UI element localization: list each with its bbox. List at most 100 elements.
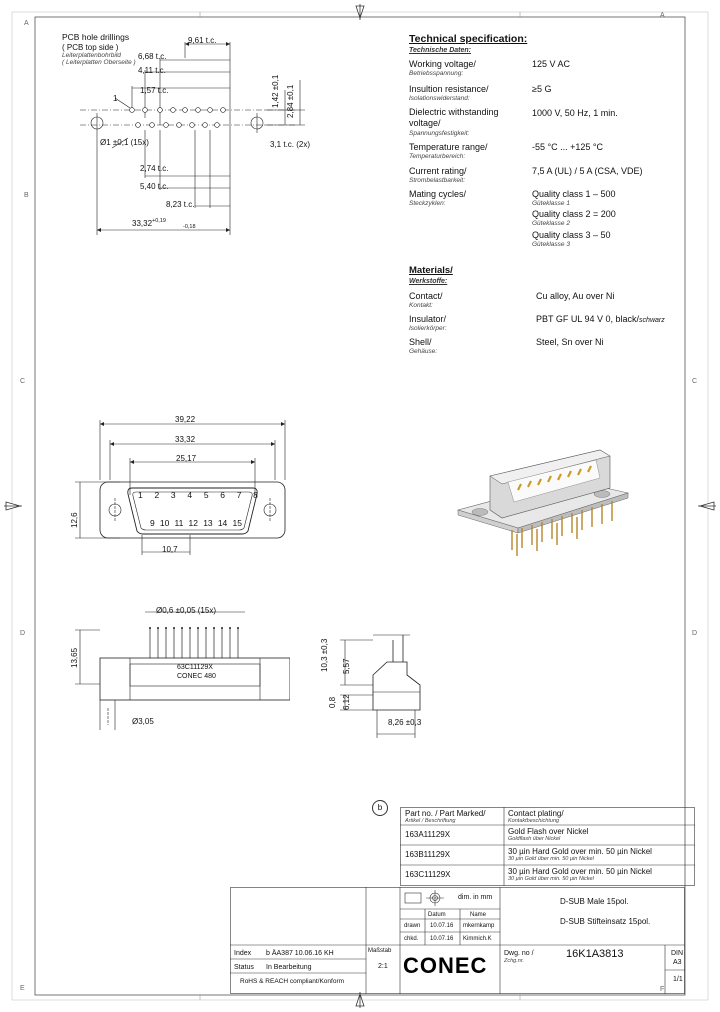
- table-row-plating-de: 30 µin Gold über min. 50 µin Nickel: [508, 856, 594, 862]
- title-drawn-name: mkernkamp: [463, 923, 495, 929]
- row-letter-d-right: D: [692, 630, 698, 637]
- spec-label-mating-de: Steckzyklen:: [409, 200, 446, 207]
- pcb-subtitle: ( PCB top side ): [62, 43, 119, 52]
- pcb-dim-33-32-tol: -0,18: [183, 224, 196, 230]
- row-letter-f: F: [660, 986, 665, 993]
- title-block-frame: [230, 887, 685, 994]
- pin-label: 1: [138, 490, 143, 500]
- pcb-subtitle-de: ( Leiterplatten Oberseite ): [62, 59, 136, 66]
- title-drawn-date: 10.07.16: [430, 923, 454, 929]
- spec-label-voltage: Working voltage/: [409, 59, 476, 69]
- pcb-dim-1-42: 1,42 ±0,1: [271, 74, 280, 108]
- tech-heading-de: Technische Daten:: [409, 47, 471, 54]
- revision-bubble: b: [372, 800, 388, 816]
- title-checked-name: Kimmich.K: [463, 936, 492, 942]
- pin-label: 3: [170, 490, 176, 500]
- title-name-header: Name: [470, 912, 487, 918]
- spec-value-mating-3: Quality class 3 – 50: [532, 230, 611, 240]
- spec-label-temperature: Temperature range/: [409, 142, 488, 152]
- spec-value-voltage: 125 V AC: [532, 59, 571, 69]
- side-dim-13-65: 13,65: [70, 647, 79, 668]
- title-din-label: DIN: [671, 950, 684, 957]
- mat-label-shell: Shell/: [409, 337, 432, 347]
- connector-3d-image: [456, 449, 630, 556]
- title-index-text: b ÄA387 10.06.16 KH: [266, 950, 334, 957]
- profile-dim-6-12: 6,12: [342, 694, 351, 710]
- pcb-dim-hole-dia: Ø1 ±0,1 (15x): [100, 138, 149, 147]
- pcb-dim-33-32: 33,32+0,19: [132, 218, 166, 228]
- row-letter-c-right: C: [692, 378, 698, 385]
- mat-value-contact: Cu alloy, Au over Ni: [536, 291, 615, 301]
- side-marking-part: 63C11129X: [177, 664, 213, 671]
- spec-label-insulation-de: Isolationswiderstand:: [409, 95, 470, 102]
- spec-value-mating-1: Quality class 1 – 500: [532, 189, 616, 199]
- mat-label-contact: Contact/: [409, 291, 443, 301]
- mat-value-insulator: PBT GF UL 94 V 0, black/schwarz: [536, 314, 665, 324]
- title-status-label: Status: [234, 964, 254, 971]
- front-pins-bottom: 9 10 11 12 13 14 15: [150, 518, 242, 528]
- pin-label: 6: [220, 490, 225, 500]
- front-dim-12-6: 12,6: [70, 512, 79, 528]
- front-view-drawing: [75, 420, 286, 555]
- side-dim-pin-dia: Ø0,6 ±0,05 (15x): [156, 606, 216, 615]
- title-dwg-label: Dwg. no /: [504, 950, 534, 957]
- title-checked-date: 10.07.16: [430, 936, 454, 942]
- spec-label-current: Current rating/: [409, 166, 467, 176]
- side-dim-3-05: Ø3,05: [132, 717, 154, 726]
- pcb-dim-2-84: 2,84 ±0,1: [286, 84, 295, 118]
- spec-value-mating-2-de: Güteklasse 2: [532, 220, 570, 227]
- front-dim-39-22: 39,22: [175, 415, 196, 424]
- table-header-plating: Contact plating/: [508, 809, 564, 818]
- front-pins-top: 1 2 3 4 5 6 7 8: [138, 490, 258, 500]
- front-dim-25-17: 25,17: [176, 454, 197, 463]
- table-row-plating-de: 30 µin Gold über min. 50 µin Nickel: [508, 876, 594, 882]
- mat-label-contact-de: Kontakt:: [409, 302, 433, 309]
- title-description-en: D-SUB Male 15pol.: [560, 897, 629, 906]
- title-scale-value: 2:1: [378, 963, 388, 970]
- plating-table: [400, 807, 695, 886]
- pin-label: 13: [203, 518, 213, 528]
- title-description-de: D-SUB Stifteinsatz 15pol.: [560, 917, 651, 926]
- profile-dim-10-3: 10,3 ±0,3: [320, 638, 329, 672]
- table-row-plating-de: Goldflash über Nickel: [508, 836, 561, 842]
- title-din-value: A3: [673, 959, 682, 966]
- mat-value-shell: Steel, Sn over Ni: [536, 337, 604, 347]
- title-dwg-number: 16K1A3813: [566, 948, 624, 960]
- spec-label-dielectric: Dielectric withstanding voltage/: [409, 107, 499, 128]
- materials-heading: Materials/: [409, 265, 453, 276]
- row-letter-a: A: [24, 20, 29, 27]
- materials-heading-de: Werkstoffe:: [409, 278, 448, 285]
- table-header-part-de: Artikel / Beschriftung: [405, 818, 456, 824]
- table-header-plating-de: Kontaktbeschichtung: [508, 818, 560, 824]
- title-checked-label: chkd.: [404, 936, 419, 942]
- pcb-pin1-label: 1: [113, 94, 118, 103]
- side-view-drawing: [75, 611, 290, 730]
- pin-label: 7: [236, 490, 242, 500]
- profile-dim-0-8: 0,8: [328, 696, 337, 708]
- row-letter-c: C: [20, 378, 26, 385]
- row-letter-a-right: A: [660, 12, 665, 19]
- pin-label: 14: [217, 518, 228, 528]
- pcb-dim-9-61: 9,61 t.c.: [188, 36, 217, 45]
- front-dim-10-7: 10,7: [162, 545, 178, 554]
- title-drawn-label: drawn: [404, 923, 421, 929]
- spec-label-dielectric-de: Spannungsfestigkeit:: [409, 130, 470, 137]
- profile-dim-8-26: 8,26 ±0,3: [388, 718, 422, 727]
- title-scale-label: Maßstab: [368, 948, 392, 954]
- pcb-title: PCB hole drillings: [62, 32, 130, 42]
- title-rohs: RoHS & REACH compliant/Konform: [240, 978, 345, 985]
- pin-label: 8: [253, 490, 258, 500]
- title-sheet: 1/1: [673, 976, 683, 983]
- table-row-plating: 30 µin Hard Gold over min. 50 µin Nickel: [508, 847, 652, 856]
- spec-label-mating: Mating cycles/: [409, 189, 467, 199]
- spec-label-current-de: Strombelastbarkeit:: [409, 177, 465, 184]
- pcb-dim-8-23: 8,23 t.c.: [166, 200, 195, 209]
- title-date-header: Datum: [428, 912, 446, 918]
- pcb-dim-5-40: 5,40 t.c.: [140, 182, 169, 191]
- table-header-part: Part no. / Part Marked/: [405, 809, 486, 818]
- row-letter-b: B: [24, 192, 29, 199]
- pin-label: 2: [154, 490, 160, 500]
- pcb-dim-1-57: 1,57 t.c.: [140, 86, 169, 95]
- row-letter-d: D: [20, 630, 26, 637]
